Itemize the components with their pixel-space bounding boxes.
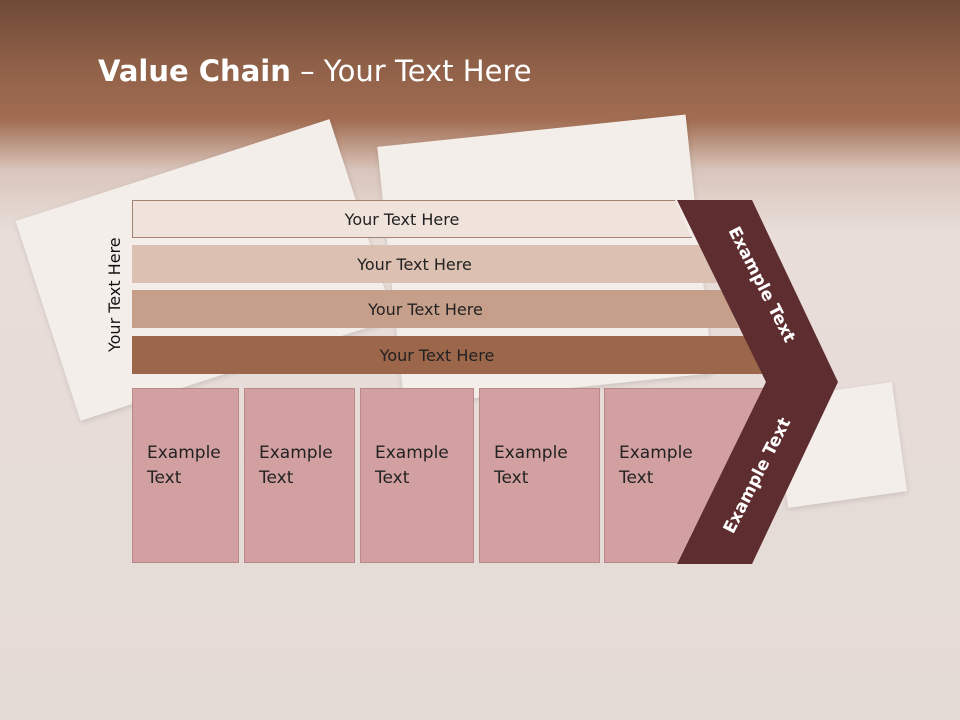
- arrow-bottom: [677, 382, 838, 564]
- bar-4: Your Text Here: [132, 336, 762, 374]
- activity-box-1-line1: Example: [147, 443, 221, 463]
- activity-box-4-line2: Text: [494, 468, 529, 488]
- activity-box-3: Example Text: [360, 388, 474, 563]
- page-title: Value Chain – Your Text Here: [98, 54, 532, 88]
- activity-box-1-line2: Text: [147, 468, 182, 488]
- bar-3-label: Your Text Here: [368, 299, 483, 319]
- bar-4-label: Your Text Here: [379, 345, 495, 365]
- activity-box-5-line1: Example: [619, 443, 693, 463]
- bar-2-label: Your Text Here: [357, 254, 472, 274]
- bar-3: Your Text Here: [132, 290, 739, 328]
- activity-box-5-line2: Text: [619, 468, 654, 488]
- bar-1: Your Text Here: [132, 200, 692, 238]
- title-bold: Value Chain: [98, 54, 291, 88]
- activity-box-2-line1: Example: [259, 443, 333, 463]
- activity-box-2-line2: Text: [259, 468, 294, 488]
- activity-box-3-line1: Example: [375, 443, 449, 463]
- activity-box-3-line2: Text: [375, 468, 410, 488]
- activity-box-1: Example Text: [132, 388, 239, 563]
- bar-2: Your Text Here: [132, 245, 717, 283]
- activity-box-4-line1: Example: [494, 443, 568, 463]
- activity-box-2: Example Text: [244, 388, 355, 563]
- arrow-top: [677, 200, 838, 382]
- title-rest: – Your Text Here: [290, 54, 532, 88]
- activity-box-4: Example Text: [479, 388, 600, 563]
- bar-1-label: Your Text Here: [344, 209, 460, 229]
